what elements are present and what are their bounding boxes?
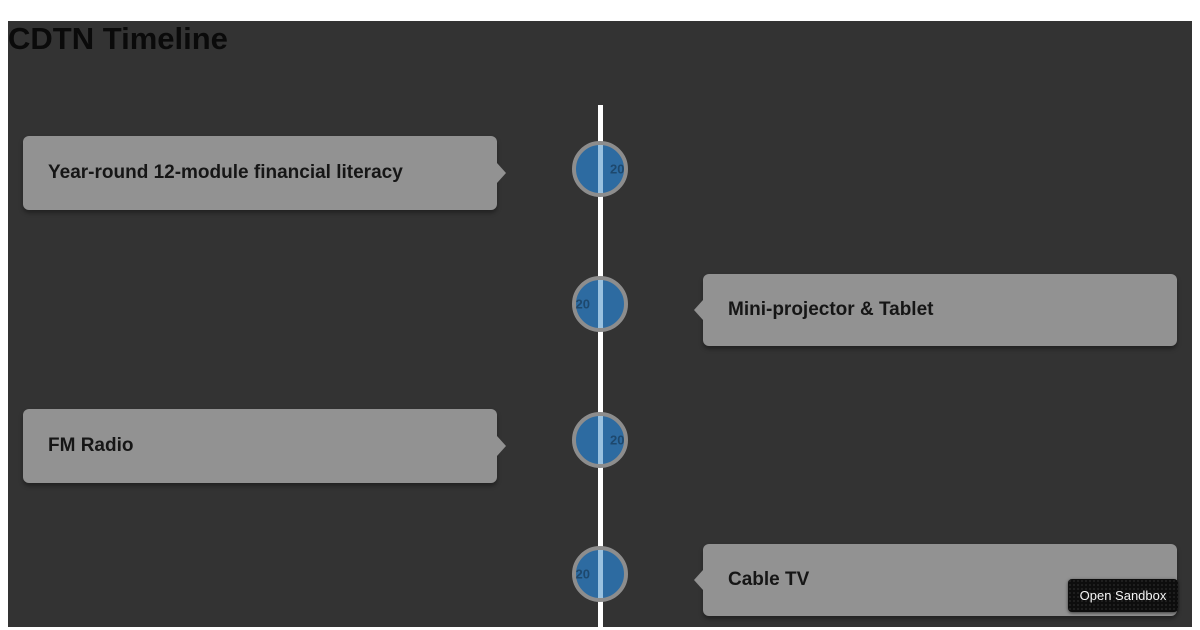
timeline-node-2[interactable]: 20 xyxy=(572,276,628,332)
timeline-line-overlay xyxy=(598,550,603,598)
timeline-card-mini-projector-tablet[interactable]: Mini-projector & Tablet xyxy=(694,274,1177,346)
timeline-node-1[interactable]: 20 xyxy=(572,141,628,197)
timeline-line-overlay xyxy=(598,416,603,464)
node-year-label: 20 xyxy=(575,566,590,582)
card-title: Cable TV xyxy=(728,569,810,590)
card-arrow-icon xyxy=(694,570,703,590)
card-arrow-icon xyxy=(497,163,506,183)
timeline-line-overlay xyxy=(598,280,603,328)
timeline-node-3[interactable]: 20 xyxy=(572,412,628,468)
card-arrow-icon xyxy=(497,436,506,456)
node-year-label: 20 xyxy=(575,296,590,312)
node-year-label: 20 xyxy=(610,432,625,448)
timeline-line-overlay xyxy=(598,145,603,193)
open-sandbox-button[interactable]: Open Sandbox xyxy=(1068,579,1178,612)
timeline-node-4[interactable]: 20 xyxy=(572,546,628,602)
card-title: Mini-projector & Tablet xyxy=(728,299,934,320)
timeline-line xyxy=(598,105,603,627)
page-title: CDTN Timeline xyxy=(8,21,228,56)
timeline-panel: CDTN Timeline 20 20 20 20 Year-round 12-… xyxy=(8,21,1192,627)
card-title: Year-round 12-module financial literacy xyxy=(48,162,403,183)
node-year-label: 20 xyxy=(610,161,625,177)
card-arrow-icon xyxy=(694,300,703,320)
timeline-card-fm-radio[interactable]: FM Radio xyxy=(23,409,506,483)
timeline-card-financial-literacy[interactable]: Year-round 12-module financial literacy xyxy=(23,136,506,210)
card-title: FM Radio xyxy=(48,435,134,456)
